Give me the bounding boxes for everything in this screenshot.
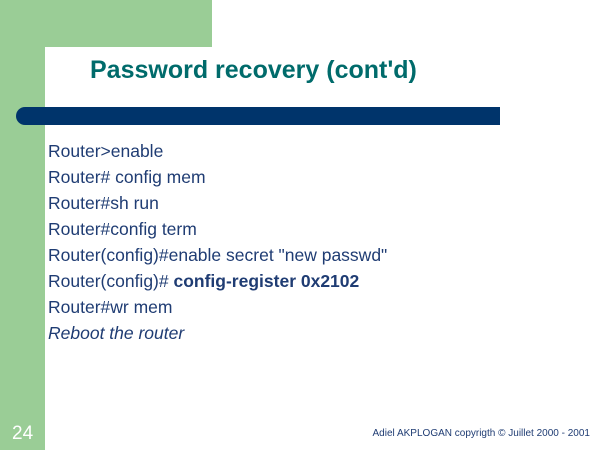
- command-line-head: Reboot the router: [48, 323, 185, 343]
- command-line: Router# config mem: [48, 164, 548, 190]
- slide-number: 24: [12, 423, 34, 444]
- command-line-emphasis: config-register 0x2102: [173, 271, 360, 291]
- command-line: Router#wr mem: [48, 294, 548, 320]
- left-green-strip-decoration: [0, 0, 45, 450]
- command-line: Router#sh run: [48, 190, 548, 216]
- command-line-head: Router#config term: [48, 219, 197, 239]
- title-underline-bar-decoration: [16, 107, 500, 125]
- command-line: Reboot the router: [48, 320, 548, 346]
- command-line: Router(config)# config-register 0x2102: [48, 268, 548, 294]
- command-line: Router#config term: [48, 216, 548, 242]
- command-line-head: Router(config)#enable secret "new passwd…: [48, 245, 388, 265]
- command-line: Router(config)#enable secret "new passwd…: [48, 242, 548, 268]
- command-line-head: Router#wr mem: [48, 297, 173, 317]
- footer-copyright: Adiel AKPLOGAN copyrigth © Juillet 2000 …: [372, 428, 591, 439]
- command-line: Router>enable: [48, 138, 548, 164]
- command-line-head: Router#sh run: [48, 193, 159, 213]
- command-line-head: Router>enable: [48, 141, 164, 161]
- top-green-block-decoration: [0, 0, 212, 47]
- command-line-head: Router(config)#: [48, 271, 174, 291]
- command-line-head: Router# config mem: [48, 167, 206, 187]
- page-title: Password recovery (cont'd): [90, 56, 417, 84]
